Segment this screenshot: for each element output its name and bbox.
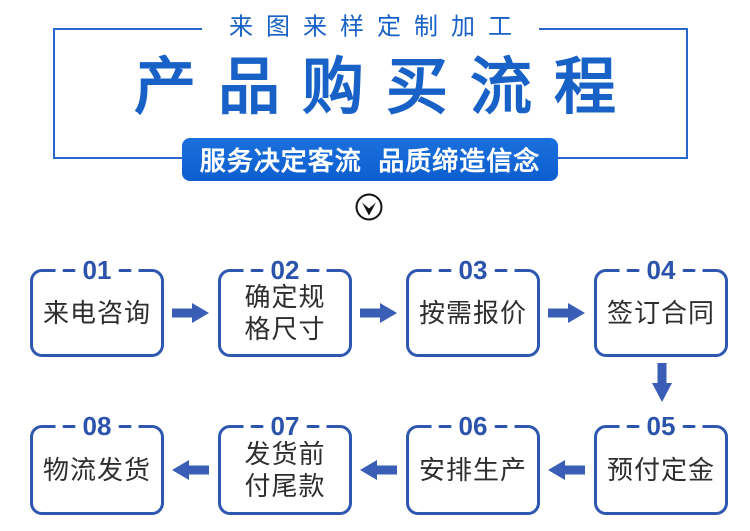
step-label: 发货前 xyxy=(244,439,326,469)
flow-step-06: 06 安排生产 xyxy=(406,413,540,515)
flow-step-01: 01 来电咨询 xyxy=(30,257,164,357)
step-number: 05 xyxy=(619,413,703,439)
step-number: 01 xyxy=(55,257,139,283)
flow-step-03: 03 按需报价 xyxy=(406,257,540,357)
flow-step-07: 07 发货前 付尾款 xyxy=(218,413,352,515)
arrow-down-icon xyxy=(652,363,672,402)
page-title: 产品购买流程 xyxy=(133,53,638,122)
chevron-down-circle-icon xyxy=(355,193,383,221)
arrow-right-icon xyxy=(548,303,585,323)
step-number: 04 xyxy=(619,257,703,283)
arrow-left-icon xyxy=(548,460,585,480)
tagline-text: 来图来样定制加工 xyxy=(202,13,539,43)
step-number: 08 xyxy=(55,413,139,439)
step-number: 03 xyxy=(431,257,515,283)
slogan-banner: 服务决定客流 品质缔造信念 xyxy=(182,138,558,181)
tagline-container: 来图来样定制加工 xyxy=(53,13,688,57)
flow-step-05: 05 预付定金 xyxy=(594,413,728,515)
step-label: 签订合同 xyxy=(606,298,715,328)
arrow-right-icon xyxy=(360,303,397,323)
step-label-line2: 付尾款 xyxy=(244,471,326,501)
step-number: 02 xyxy=(243,257,327,283)
step-label: 按需报价 xyxy=(418,298,527,328)
flow-step-08: 08 物流发货 xyxy=(30,413,164,515)
step-label-line2: 格尺寸 xyxy=(244,314,326,344)
step-label: 来电咨询 xyxy=(42,298,151,328)
arrow-left-icon xyxy=(172,460,209,480)
flow-step-04: 04 签订合同 xyxy=(594,257,728,357)
arrow-left-icon xyxy=(360,460,397,480)
step-number: 06 xyxy=(431,413,515,439)
step-label: 预付定金 xyxy=(606,455,715,485)
step-label: 物流发货 xyxy=(42,455,151,485)
flow-step-02: 02 确定规 格尺寸 xyxy=(218,257,352,357)
step-number: 07 xyxy=(243,413,327,439)
step-label: 安排生产 xyxy=(418,455,527,485)
arrow-right-icon xyxy=(172,303,209,323)
step-label: 确定规 xyxy=(244,282,326,312)
